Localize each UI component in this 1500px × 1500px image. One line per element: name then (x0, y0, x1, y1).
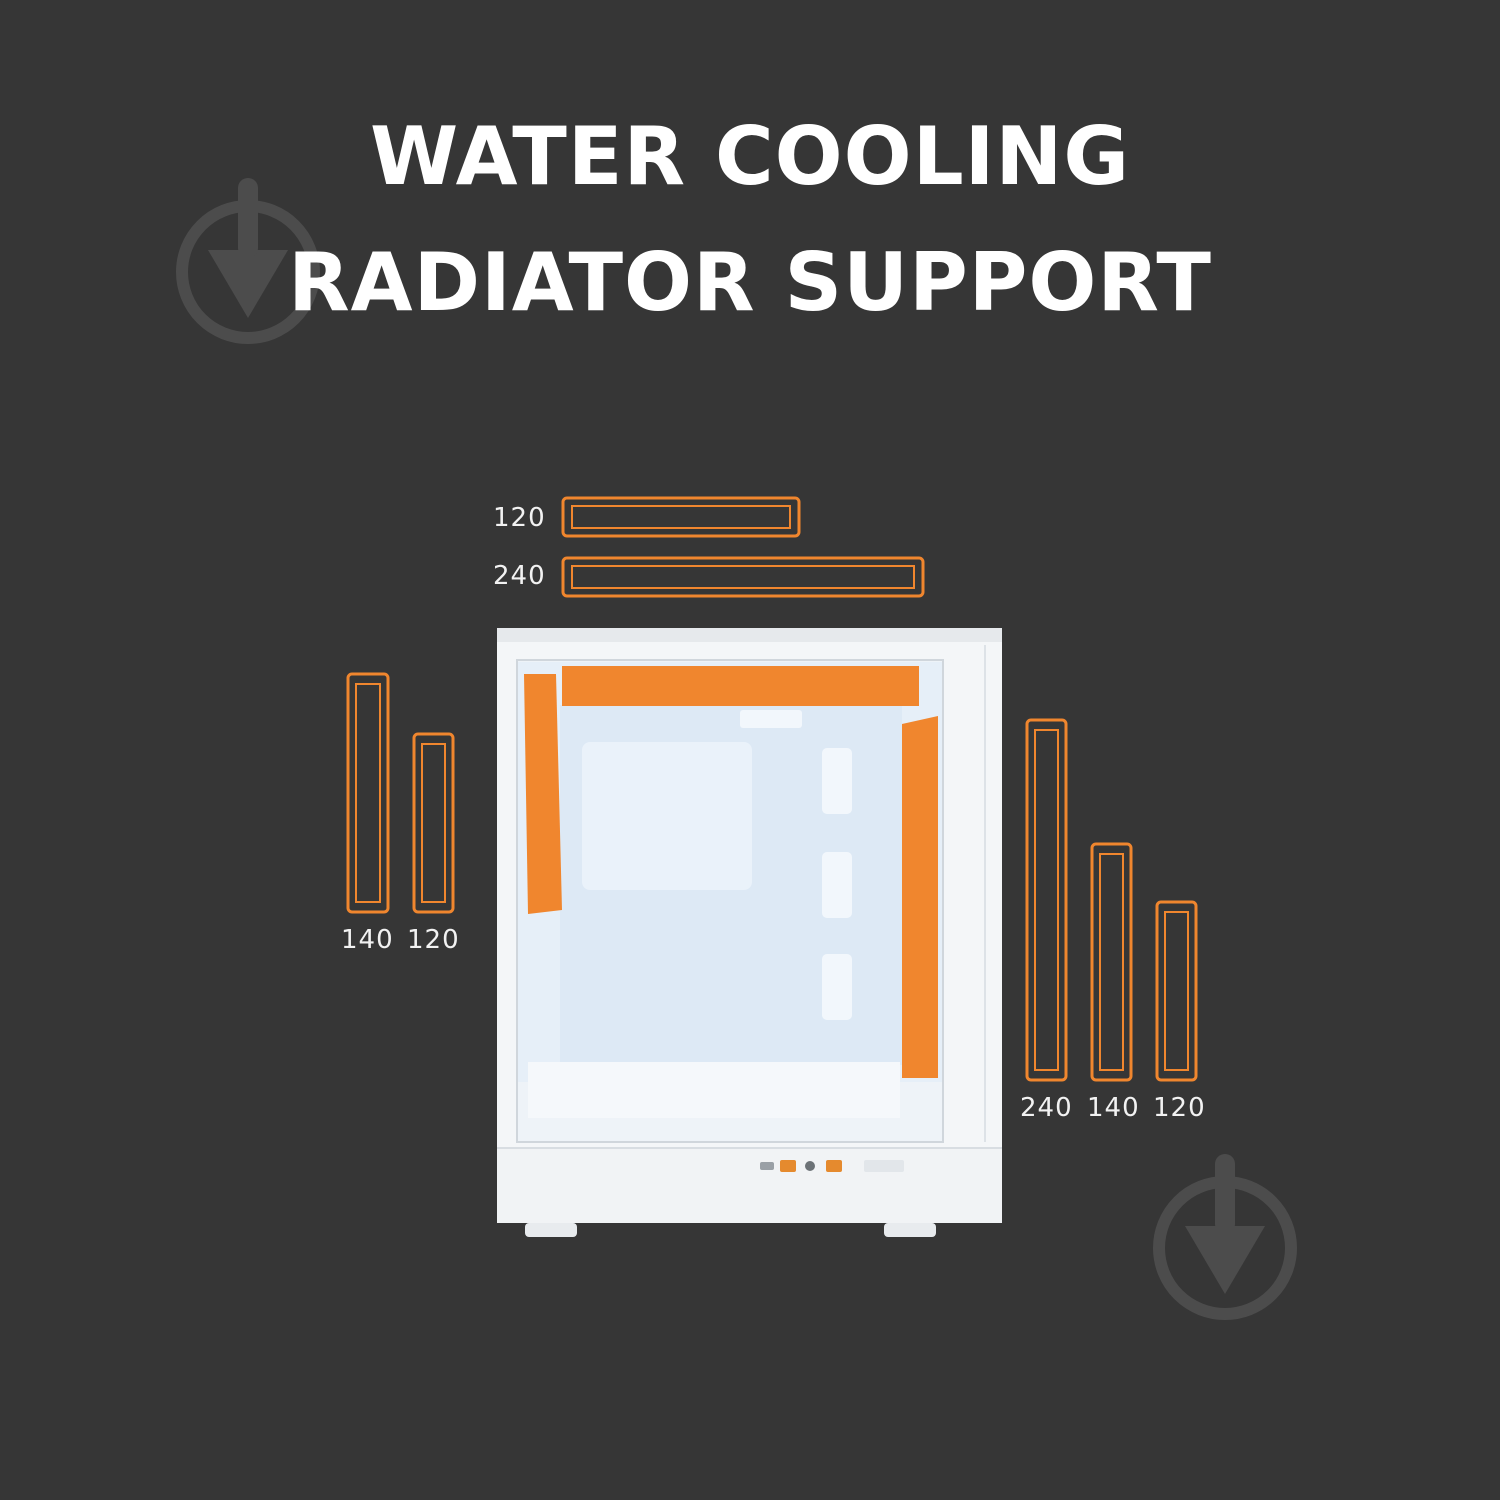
front-140-radiator-outline (346, 672, 390, 914)
pc-case (497, 628, 1002, 1237)
rear-120-radiator-outline (1155, 900, 1198, 1082)
watermark-icon (176, 178, 320, 344)
rear-240-radiator-outline (1025, 718, 1068, 1082)
top-mount-label-240: 240 (493, 561, 546, 591)
rear-mount-label-240: 240 (1020, 1093, 1073, 1123)
rear-radiator-area (902, 716, 938, 1078)
top-120-radiator-outline (561, 496, 801, 538)
rear-mount-label-140: 140 (1087, 1093, 1140, 1123)
front-mount-label-120: 120 (407, 925, 460, 955)
title-line-2: RADIATOR SUPPORT (288, 236, 1212, 329)
watermark-icon (1153, 1154, 1297, 1320)
front-120-radiator-outline (412, 732, 455, 914)
title-line-1: WATER COOLING (369, 110, 1131, 203)
front-mount-label-140: 140 (341, 925, 394, 955)
top-240-radiator-outline (561, 556, 925, 598)
top-radiator-area (562, 666, 919, 706)
rear-mount-label-120: 120 (1153, 1093, 1206, 1123)
rear-140-radiator-outline (1090, 842, 1133, 1082)
front-radiator-area (524, 674, 562, 914)
top-mount-label-120: 120 (493, 503, 546, 533)
